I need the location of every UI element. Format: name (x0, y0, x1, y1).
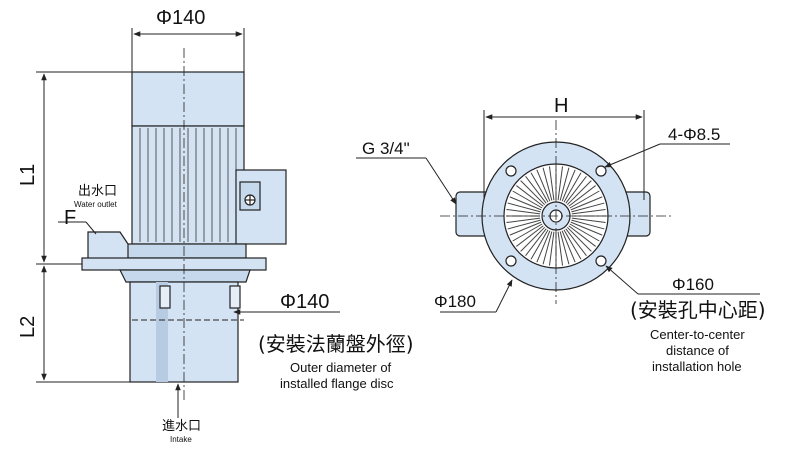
hole-circle-en-line1: Center-to-center (650, 327, 745, 342)
grille-spoke (516, 225, 544, 247)
grille-spoke (571, 217, 606, 224)
flange-en-line1: Outer diameter of (290, 360, 392, 375)
water-outlet (87, 231, 129, 261)
grille-spoke (506, 217, 541, 224)
hole-circle-label: Φ160 (672, 275, 714, 294)
grille-spoke (548, 231, 555, 266)
grille-spoke (569, 190, 600, 209)
grille-spoke (516, 185, 544, 207)
grille-spoke (571, 219, 605, 230)
outlet-cn-label: 出水口 (78, 184, 118, 199)
grille-spoke (566, 180, 592, 206)
cooling-fins (139, 128, 237, 242)
grille-spoke (570, 196, 603, 211)
grille-spoke (561, 169, 576, 202)
outlet-leaders (58, 221, 97, 235)
flange-diameter-leader (132, 309, 340, 321)
h-dimension (483, 110, 645, 200)
grille-spoke (548, 166, 555, 201)
grille-spoke (507, 202, 541, 213)
top-centerlines (440, 120, 672, 304)
bolt-right (229, 285, 241, 309)
lower-housing (119, 269, 251, 283)
pump-neck (125, 243, 247, 259)
grille-spoke (571, 208, 606, 215)
grille-spoke (512, 190, 543, 209)
grille-spoke (571, 202, 605, 213)
grille-spoke (542, 231, 553, 265)
grille-spoke (530, 229, 549, 260)
hole-circle-en-line2: distance of (666, 343, 729, 358)
grille-spoke (536, 169, 551, 202)
hole-circle-leader (605, 265, 760, 295)
grille-spoke (563, 229, 582, 260)
grille-spoke (525, 228, 547, 256)
grille-spoke (542, 167, 553, 201)
mount-hole (595, 165, 607, 177)
intake-cn-label: 進水口 (162, 419, 202, 434)
grille-spoke (536, 230, 551, 263)
height-dimensions (36, 71, 132, 383)
bolt-left (159, 285, 171, 309)
top-diameter-dimension (131, 28, 245, 72)
outlet-en-label: Water outlet (74, 200, 117, 209)
grille-spoke (506, 208, 541, 215)
mount-hole (505, 165, 517, 177)
grille-spoke (565, 228, 587, 256)
grille-spoke (507, 219, 541, 230)
body-diameter-label: Φ180 (434, 292, 476, 311)
grille-spoke (530, 172, 549, 203)
grille-spoke (509, 196, 542, 211)
grille-spoke (568, 225, 596, 247)
grille-spoke (509, 221, 542, 236)
body-diameter-leader (440, 279, 513, 313)
grille-spoke (563, 172, 582, 203)
flange-disc (81, 257, 267, 271)
flange-en-line2: installed flange disc (280, 376, 394, 391)
thread-label: G 3/4" (362, 139, 410, 158)
grille-spoke (557, 231, 564, 266)
grille-spoke (566, 226, 592, 252)
flange-f-label: F (64, 207, 77, 229)
thread-leader (356, 157, 457, 205)
grille-spoke (559, 231, 570, 265)
grille-spoke (520, 226, 546, 252)
hole-circle-en-line3: installation hole (652, 359, 742, 374)
flange-cn-label: (安裝法蘭盤外徑) (258, 332, 414, 356)
grille-spoke (520, 180, 546, 206)
holes-label: 4-Φ8.5 (668, 125, 721, 144)
grille-spoke (559, 167, 570, 201)
top-diameter-label: Φ140 (156, 7, 206, 29)
holes-leader (604, 143, 730, 168)
mount-hole (595, 255, 607, 267)
grille-spoke (568, 185, 596, 207)
grille-spoke (565, 176, 587, 204)
grille-spoke (561, 230, 576, 263)
grille-spoke (569, 223, 600, 242)
flange-diameter-label: Φ140 (280, 291, 330, 313)
side-view-pump (81, 71, 287, 383)
hole-circle-cn-label: (安裝孔中心距) (630, 298, 766, 322)
h-label: H (554, 95, 569, 117)
mount-hole (505, 255, 517, 267)
l2-label: L2 (17, 315, 39, 338)
grille-spoke (570, 221, 603, 236)
l1-label: L1 (17, 163, 39, 186)
grille-spoke (512, 223, 543, 242)
motor-cap (131, 71, 245, 127)
grille-spoke (525, 176, 547, 204)
intake-en-label: Intake (170, 435, 192, 444)
grille-spoke (557, 166, 564, 201)
